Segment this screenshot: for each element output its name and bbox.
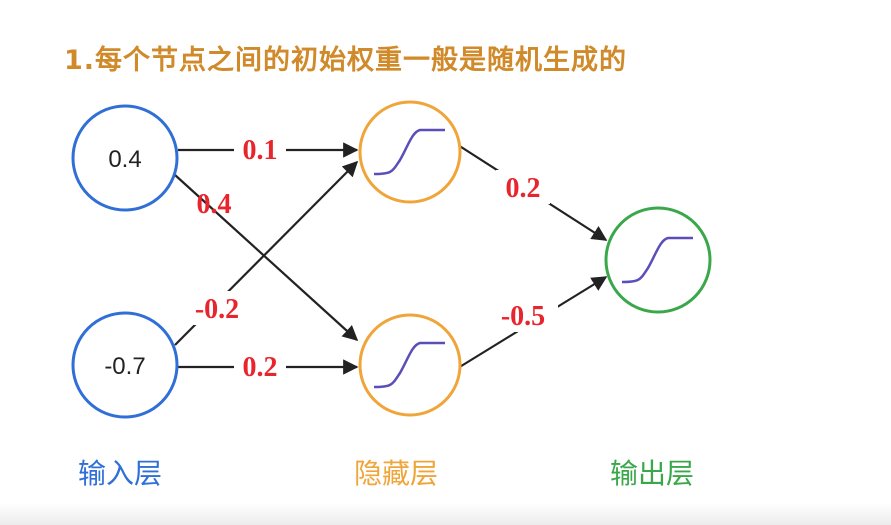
weight-h2-out: -0.5 [501,301,545,332]
hidden-layer-label: 隐藏层 [354,457,439,490]
sigmoid-curve-icon [373,341,445,389]
weight-in1-h2: 0.4 [197,189,232,220]
edge-in1-h2 [174,174,359,342]
hidden-node-bottom [358,313,462,417]
weight-h1-out: 0.2 [506,173,541,204]
sigmoid-curve-icon [373,128,445,176]
output-layer-label: 输出层 [610,457,695,490]
weight-in2-h1: -0.2 [195,294,239,325]
input-node-bottom [71,311,179,419]
weight-in2-h2: 0.2 [243,352,278,383]
sigmoid-curve-icon [621,236,693,284]
diagram-title: 1.每个节点之间的初始权重一般是随机生成的 [64,45,628,76]
input-node-bottom-value: -0.7 [104,353,145,380]
hidden-node-top [358,100,462,204]
output-node [604,206,712,314]
bottom-fade [0,503,891,525]
input-node-top-value: 0.4 [108,146,141,173]
input-node-top [71,104,179,212]
weight-in1-h1: 0.1 [243,135,278,166]
input-layer-label: 输入层 [78,457,163,490]
